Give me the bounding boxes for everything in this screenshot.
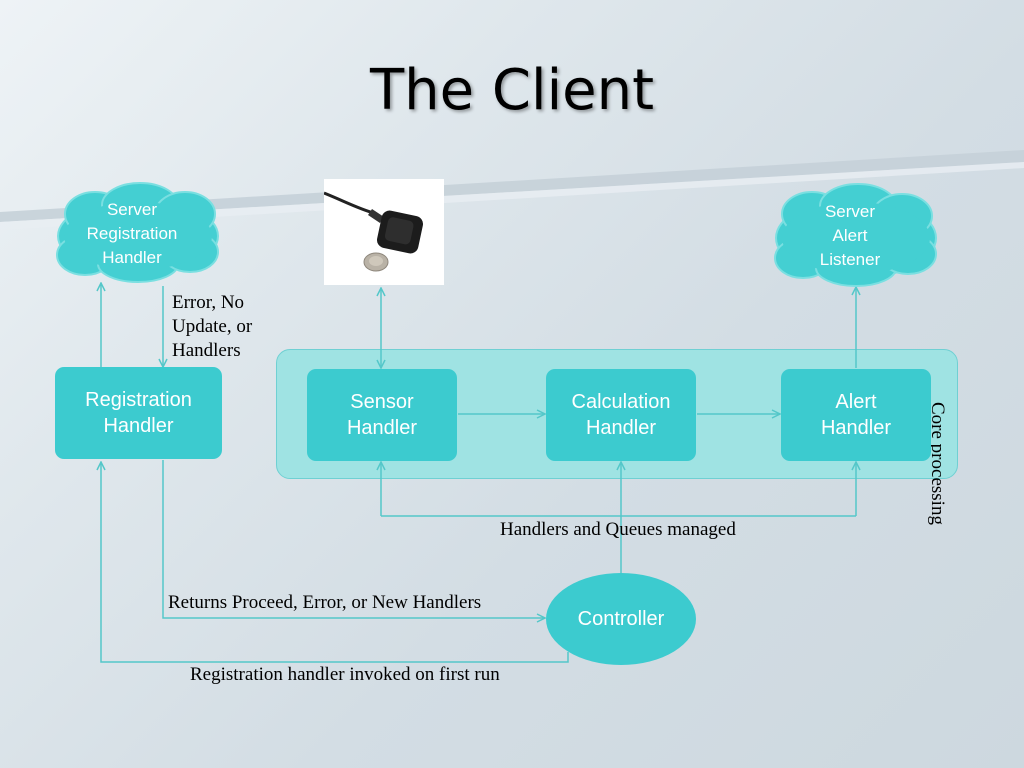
server-alert-listener-label: Server Alert Listener: [819, 202, 881, 269]
alert-handler-label: Alert Handler: [820, 391, 892, 439]
sensor-device-photo: [324, 179, 444, 285]
registration-error-note: Error, No Update, or Handlers: [172, 292, 253, 361]
controller-label: Controller: [577, 607, 665, 630]
first-run-note: Registration handler invoked on first ru…: [190, 664, 500, 685]
calculation-handler-box[interactable]: Calculation Handler: [546, 369, 696, 461]
handlers-queues-note: Handlers and Queues managed: [500, 519, 736, 540]
arrow-registration-to-controller: [162, 460, 545, 618]
returns-note: Returns Proceed, Error, or New Handlers: [168, 592, 482, 613]
sensor-device-icon: [324, 191, 424, 272]
arrow-controller-to-registration: [101, 462, 569, 663]
controller-ellipse[interactable]: Controller: [546, 573, 696, 665]
registration-handler-label: Registration Handler: [85, 389, 192, 437]
alert-handler-box[interactable]: Alert Handler: [781, 369, 931, 461]
registration-handler-box[interactable]: Registration Handler: [55, 367, 222, 459]
calculation-handler-label: Calculation Handler: [571, 391, 671, 439]
sensor-handler-label: Sensor Handler: [346, 391, 418, 439]
server-registration-handler-label: Server Registration Handler: [86, 200, 178, 267]
sensor-handler-box[interactable]: Sensor Handler: [307, 369, 457, 461]
slide-title: The Client: [369, 58, 655, 123]
